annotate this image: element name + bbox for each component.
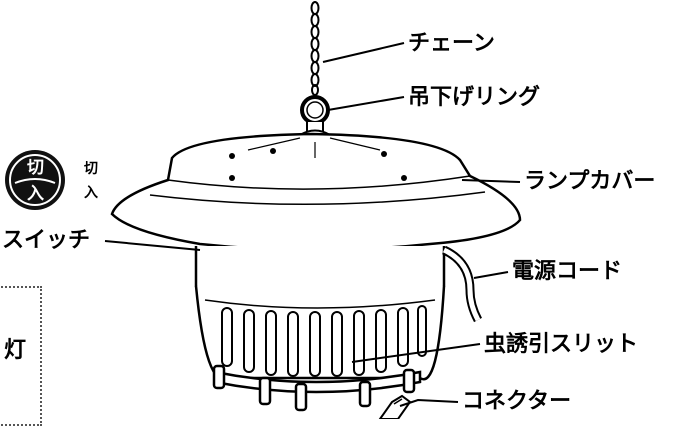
label-chain: チェーン xyxy=(408,31,495,56)
chain xyxy=(310,1,320,96)
label-insect-slit: 虫誘引スリット xyxy=(484,332,639,357)
leader-lines xyxy=(104,42,521,407)
leader-slit xyxy=(351,343,481,363)
switch-button-icon xyxy=(5,150,65,210)
label-hanging-ring: 吊下げリング xyxy=(408,85,541,110)
switch-button-bottom: 入 xyxy=(27,184,44,204)
switch-legend-top: 切 xyxy=(84,161,98,177)
power-cord xyxy=(441,245,483,323)
leader-switch xyxy=(104,240,201,251)
label-lamp-cover: ランプカバー xyxy=(524,169,656,194)
leader-chain xyxy=(322,42,405,63)
lamp-base xyxy=(212,364,422,412)
switch-button-top: 切 xyxy=(27,158,44,178)
insect-slits xyxy=(221,305,427,377)
leader-connector xyxy=(399,398,459,407)
switch-legend-bottom: 入 xyxy=(84,185,98,201)
leader-cover xyxy=(461,179,521,183)
lamp-cover xyxy=(110,132,522,252)
leader-ring xyxy=(327,96,405,111)
connector xyxy=(378,394,412,419)
label-power-cord: 電源コード xyxy=(512,259,623,284)
label-switch: スイッチ xyxy=(2,228,91,253)
side-callout-text: 灯 xyxy=(4,338,27,363)
label-connector: コネクター xyxy=(462,389,572,414)
leader-cord xyxy=(473,271,509,279)
